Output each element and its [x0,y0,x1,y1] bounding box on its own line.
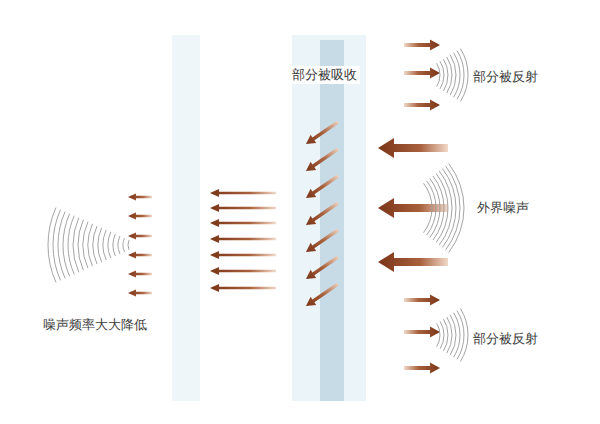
sound-wave [118,236,120,254]
sound-wave [450,55,456,95]
sound-wave [123,238,124,252]
sound-wave [98,228,102,262]
glass-pane [292,35,366,401]
sound-wave [93,226,97,264]
sound-wave [427,181,436,235]
transmitted-arrow [210,284,276,292]
sound-wave [449,164,464,253]
label-text: 部分被吸收 [289,66,360,84]
sound-wave [457,311,464,360]
sound-wave [440,321,444,349]
sound-wave [103,230,106,260]
reflected-arrow [404,327,440,338]
sound-wave [436,174,448,243]
absorbed-arrow [306,121,339,144]
sound-wave [83,222,88,268]
arrow-group [128,40,448,374]
sound-wave [439,171,452,245]
sound-wave [447,317,452,353]
noise-arrow [378,198,448,218]
sound-wave [447,57,452,93]
sound-wave [433,176,444,240]
sound-wave [430,178,440,237]
absorbed-arrow [306,202,339,225]
label-text: 部分被反射 [470,330,541,348]
reflected-arrow [404,363,440,374]
sound-wave [460,49,468,102]
label-text: 噪声频率大大降低 [40,316,150,334]
absorbed-arrow [306,175,339,198]
absorbed-arrow [306,229,339,252]
sound-wave [68,216,74,275]
sound-wave [450,315,456,355]
reflected-arrow [404,295,440,306]
absorbed-arrow [306,148,339,171]
sound-wave [48,208,56,283]
sound-wave [108,232,111,258]
sound-wave [88,224,92,266]
sound-wave [63,214,70,277]
sound-wave [460,309,468,362]
noise-arrow [378,138,448,158]
sound-wave [440,61,444,89]
sound-wave [113,234,115,256]
noise-arrow [378,252,448,272]
reduced-arrow [128,252,152,259]
wave-group [48,49,468,362]
transmitted-arrow [210,251,276,259]
label-text: 外界噪声 [474,199,532,217]
sound-wave [454,53,460,98]
reduced-arrow [128,194,152,201]
sound-wave [443,319,448,351]
transmitted-arrow [210,267,276,275]
interlayer [320,40,344,401]
sound-wave [53,210,61,281]
sound-wave [454,313,460,358]
sound-wave [443,59,448,91]
glass-pane [172,35,200,401]
sound-wave [73,218,79,273]
absorbed-arrow [306,256,339,279]
transmitted-arrow [210,235,276,243]
reflected-arrow [404,100,440,111]
sound-wave [437,323,440,346]
sound-wave [457,51,464,100]
sound-wave [78,220,83,270]
reduced-arrow [128,233,152,240]
reduced-arrow [128,290,152,297]
sound-wave [437,63,440,86]
label-text: 部分被反射 [470,68,541,86]
transmitted-arrow [210,189,276,197]
reflected-arrow [404,40,440,51]
reflected-arrow [404,68,440,79]
reduced-arrow [128,213,152,220]
sound-wave [128,240,129,250]
reduced-arrow [128,271,152,278]
absorbed-arrow [306,283,339,306]
sound-wave [58,212,65,279]
transmitted-arrow [210,219,276,227]
sound-wave [424,183,432,232]
transmitted-arrow [210,204,276,212]
